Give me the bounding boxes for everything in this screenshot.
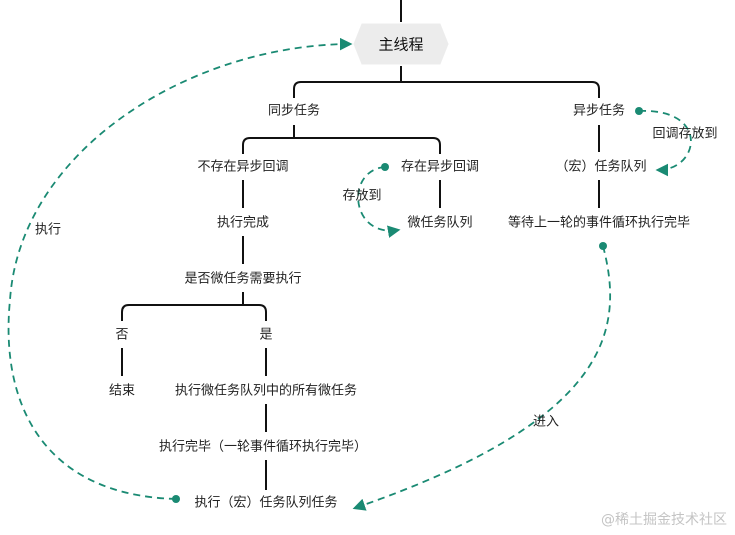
- exec-finish-loop-label: 执行完毕（一轮事件循环执行完毕）: [159, 440, 367, 455]
- main-thread-box: [353, 23, 449, 65]
- exec-all-micro-label: 执行微任务队列中的所有微任务: [175, 383, 357, 399]
- execute-arrow: [7, 37, 353, 500]
- store-to-macro-label: 回调存放到: [652, 127, 717, 142]
- store-to-micro-label: 存放到: [342, 189, 381, 204]
- no-label: 否: [115, 328, 128, 343]
- main-thread-node: 主线程: [353, 23, 449, 65]
- store-macro-arrow: [638, 110, 692, 177]
- need-micro-label: 是否微任务需要执行: [184, 271, 301, 287]
- yes-label: 是: [259, 328, 272, 343]
- enter-label: 进入: [533, 415, 559, 430]
- exec-macro-label: 执行（宏）任务队列任务: [194, 495, 337, 511]
- enter-arrow: [352, 245, 612, 511]
- async-task-label: 异步任务: [573, 103, 625, 119]
- tree-connectors: [121, 0, 600, 490]
- connector-main-branch: [293, 81, 600, 98]
- edge-labels: 回调存放到 存放到 执行 进入: [35, 127, 718, 430]
- micro-task-queue-label: 微任务队列: [407, 215, 472, 231]
- store-micro-arrow: [357, 166, 401, 238]
- wait-event-loop-label: 等待上一轮的事件循环执行完毕: [508, 215, 690, 231]
- end-label: 结束: [109, 384, 135, 399]
- connector-decision-branch: [121, 304, 267, 321]
- node-labels: 同步任务 异步任务 不存在异步回调 存在异步回调 （宏）任务队列 执行完成 微任…: [109, 103, 690, 511]
- dashed-flow-arrows: [7, 37, 692, 511]
- connector-sync-branch: [242, 137, 441, 154]
- sync-task-label: 同步任务: [268, 103, 320, 119]
- exec-done-label: 执行完成: [217, 216, 269, 231]
- main-thread-label: 主线程: [378, 36, 423, 54]
- no-async-callback-label: 不存在异步回调: [197, 160, 288, 175]
- has-async-callback-label: 存在异步回调: [401, 160, 479, 175]
- watermark: @稀土掘金技术社区: [601, 512, 727, 528]
- macro-task-queue-label: （宏）任务队列: [555, 159, 646, 175]
- execute-label: 执行: [35, 223, 61, 238]
